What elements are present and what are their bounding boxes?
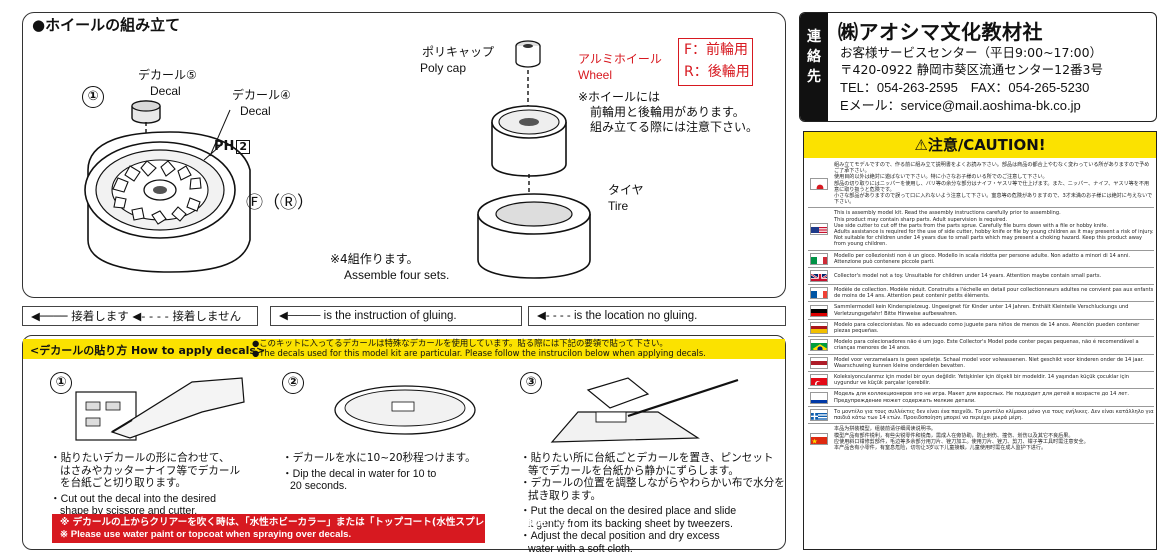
caution-row-ru: Модель для коллекционеров это не игра. М… — [808, 388, 1154, 405]
decal-step-2: ② ・デカールを水に10~20秒程つけます。 ・Dip the decal in… — [282, 372, 502, 493]
flag-cn-icon — [810, 432, 828, 445]
caution-row-br: Modelo para colecionadores não é um jogo… — [808, 336, 1154, 353]
flag-jp-icon — [810, 177, 828, 190]
caution-row-de: Sammlermodell kein Kinderspielzeug. Unge… — [808, 301, 1154, 318]
decal-step-2-text: ・デカールを水に10~20秒程つけます。 ・Dip the decal in w… — [282, 452, 476, 492]
flag-us-icon — [810, 223, 828, 236]
exploded-view — [477, 40, 591, 279]
service-center: お客様サービスセンター（平日9:00~17:00） — [840, 45, 1103, 60]
decal-step-1: ① ・貼りたいデカールの形に合わせて、 はさみやカッターナイフ等でデカール を台… — [50, 372, 280, 518]
step1-illustration — [75, 377, 245, 441]
company-info-frame — [799, 12, 1157, 122]
step3-illustration — [550, 377, 739, 443]
decal-step-1-number: ① — [50, 372, 72, 394]
flag-tr-icon — [810, 374, 828, 387]
caution-row-es: Modelo para coleccionistas. No es adecua… — [808, 318, 1154, 336]
decal-notes: ●このキットに入ってるデカールは特殊なデカールを使用しています。貼る際には下記の… — [252, 338, 706, 358]
tire-label-en: Tire — [608, 199, 629, 213]
caution-text: Sammlermodell kein Kinderspielzeug. Unge… — [834, 304, 1129, 317]
spray-warning-jp: ※ デカールの上からクリアーを吹く時は、「水性ホビーカラー」または「トップコート… — [60, 517, 585, 528]
front-rear-mark: Ⓕ（Ⓡ） — [246, 193, 314, 213]
caution-row-gr: Το μοντέλο για τους συλλέκτες δεν είναι … — [808, 405, 1154, 423]
caution-frame — [803, 131, 1157, 550]
flag-it-icon — [810, 252, 828, 265]
flag-nl-icon — [810, 356, 828, 369]
step-number-1: ① — [82, 86, 104, 108]
decal-step-3-text: ・貼りたい所に台紙ごとデカールを置き、ピンセット 等でデカールを台紙から静かにず… — [520, 452, 785, 555]
sets-note-en: Assemble four sets. — [344, 268, 450, 282]
flag-fr-icon — [810, 287, 828, 300]
caution-text: 組み立てモデルですので、作る前に組み立て説明書をよくお読み下さい。部品は商品の都… — [834, 162, 1153, 206]
decal-step-2-number: ② — [282, 372, 304, 394]
wheel-note-3: 組み立てる際には注意下さい。 — [590, 120, 759, 134]
caution-text: Model voor verzamelaars is geen speletje… — [834, 356, 1144, 369]
wheel-label-en: Wheel — [578, 68, 613, 82]
caution-text: Collector's model not a toy. Unsuitable … — [834, 272, 1102, 279]
tire-label: タイヤ — [608, 183, 644, 197]
caution-text: Modello per collezionisti non è un gioco… — [834, 252, 1131, 265]
caution-text: Το μοντέλο για τους συλλέκτες δεν είναι … — [834, 408, 1154, 422]
company-address: 〒420-0922 静岡市葵区流通センター12番3号 — [840, 62, 1104, 77]
glue-legend-jp: ◀──── 接着します ◀- - - - 接着しません — [22, 306, 258, 326]
step2-illustration — [334, 385, 476, 435]
caution-text: Modelo para coleccionistas. No es adecua… — [834, 321, 1140, 335]
caution-row-it: Modello per collezionisti non è un gioco… — [808, 249, 1154, 267]
flag-br-icon — [810, 339, 828, 352]
caution-text: This is assembly model kit. Read the ass… — [834, 210, 1154, 248]
caution-row-fr: Modèle de collection. Modèle réduit. Con… — [808, 284, 1154, 301]
flag-ru-icon — [810, 391, 828, 404]
caution-text: Modèle de collection. Modèle réduit. Con… — [834, 287, 1154, 300]
caution-text: Модель для коллекционеров это не игра. М… — [834, 391, 1129, 404]
wheel-front-label: F：前輪用 — [684, 42, 749, 58]
caution-row-nl: Model voor verzamelaars is geen speletje… — [808, 353, 1154, 371]
section-title: ●ホイールの組み立て — [32, 16, 181, 34]
poly-cap-label-en: Poly cap — [420, 61, 467, 75]
sets-note: ※4組作ります。 — [330, 252, 419, 266]
caution-text: Modelo para colecionadores não é um jogo… — [834, 339, 1139, 352]
poly-cap-label: ポリキャップ — [422, 45, 495, 59]
caution-row-tr: Koleksiyonculanmız için model bir oyun d… — [808, 371, 1154, 388]
company-name: ㈱アオシマ文化教材社 — [838, 20, 1043, 44]
wheel-rear-label: R：後輪用 — [684, 64, 750, 80]
wheel-type-box: F：前輪用 R：後輪用 — [678, 38, 753, 86]
caution-title: ⚠注意/CAUTION! — [804, 132, 1156, 158]
company-email[interactable]: Eメール：service@mail.aoshima-bk.co.jp — [840, 98, 1081, 113]
wheel-note-1: ※ホイールには — [578, 90, 661, 104]
caution-row-jp: 組み立てモデルですので、作る前に組み立て説明書をよくお読み下さい。部品は商品の都… — [808, 160, 1154, 207]
decal5-label: デカール⑤ — [138, 68, 197, 82]
decal-step-1-text: ・貼りたいデカールの形に合わせて、 はさみやカッターナイフ等でデカール を台紙ご… — [50, 452, 241, 517]
flag-gb-icon — [810, 270, 828, 283]
contact-tab: 連絡先 — [800, 13, 828, 121]
decal4-label-en: Decal — [240, 104, 271, 118]
decal-header-bar — [23, 339, 785, 359]
glue-legend-en: ◀──── is the instruction of gluing. — [270, 306, 522, 326]
noglue-legend-en: ◀- - - - is the location no gluing. — [528, 306, 786, 326]
spray-warning-en: ※ Please use water paint or topcoat when… — [60, 529, 352, 540]
caution-text: 本品为拼装模型，组装前请仔细阅读说明书。模型产品有部件锐利，有些尖锐零件和锐角，… — [834, 426, 1089, 451]
decal5-label-en: Decal — [150, 84, 181, 98]
spray-warning-bar: ※ デカールの上からクリアーを吹く時は、「水性ホビーカラー」または「トップコート… — [52, 514, 585, 543]
decal-step-3: ③ ・貼りたい所に台紙ごとデカールを置き、ピンセット 等でデカールを台紙から静か… — [520, 372, 785, 555]
wheel-assembly-frame — [22, 12, 786, 298]
wheel-label: アルミホイール — [578, 52, 662, 66]
decal-section-frame — [22, 335, 786, 550]
wheel-note-2: 前輪用と後輪用があります。 — [590, 105, 745, 119]
caution-row-cn: 本品为拼装模型，组装前请仔细阅读说明书。模型产品有部件锐利，有些尖锐零件和锐角，… — [808, 423, 1154, 453]
decal-title: <デカールの貼り方 How to apply decals> — [30, 344, 266, 357]
flag-es-icon — [810, 322, 828, 335]
caution-text: Koleksiyonculanmız için model bir oyun d… — [834, 374, 1129, 387]
caution-row-us: This is assembly model kit. Read the ass… — [808, 207, 1154, 249]
caution-list: 組み立てモデルですので、作る前に組み立て説明書をよくお読み下さい。部品は商品の都… — [808, 160, 1154, 548]
decal4-label: デカール④ — [232, 88, 291, 102]
flag-gr-icon — [810, 409, 828, 422]
company-tel-fax: TEL：054-263-2595 FAX：054-265-5230 — [840, 80, 1090, 95]
decal-step-3-number: ③ — [520, 372, 542, 394]
wheel-illustration — [84, 100, 251, 273]
flag-de-icon — [810, 304, 828, 317]
caution-row-gb: Collector's model not a toy. Unsuitable … — [808, 267, 1154, 284]
